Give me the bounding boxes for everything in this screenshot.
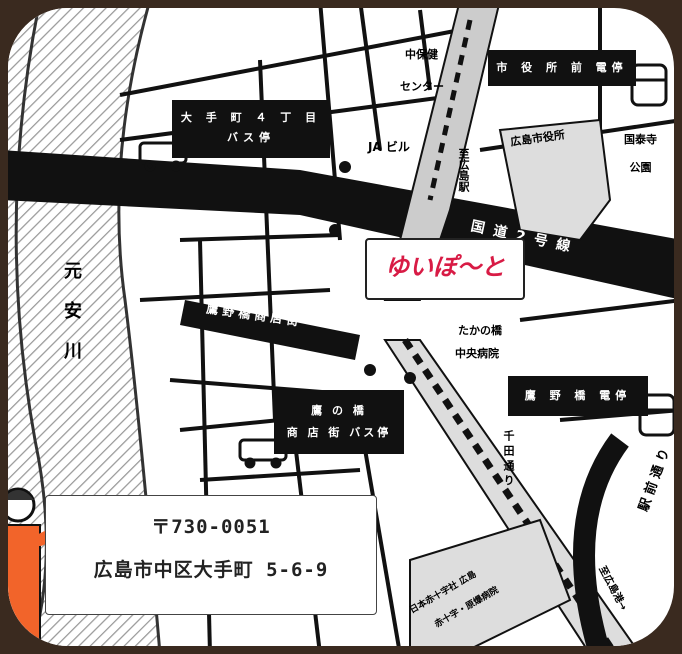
sign-bus-otemachi-line1: 大 手 町 ４ 丁 目: [180, 111, 322, 124]
label-nakahoken: 中保健: [405, 48, 438, 61]
sign-bus-otemachi: 大 手 町 ４ 丁 目 バス停: [172, 100, 330, 158]
label-chuo-hospital: 中央病院: [455, 347, 499, 360]
route-2-road: [8, 150, 674, 300]
sign-city-hall-tram: 市 役 所 前 電停: [488, 50, 636, 86]
sign-bus-otemachi-line2: バス停: [227, 131, 275, 144]
address-card: 〒730-0051 広島市中区大手町 5-6-9: [45, 495, 377, 615]
postal-code: 〒730-0051: [151, 516, 271, 538]
sign-bus-takanobashi-line1: 鷹 の 橋: [311, 404, 367, 417]
label-takanobashi: たかの橋: [458, 324, 502, 337]
sign-bus-takanobashi-line2: 商 店 街 バス停: [286, 426, 392, 439]
label-to-hiroshima-station: 至広島駅: [457, 148, 470, 192]
label-ja-building: JA ビル: [368, 140, 410, 154]
takanobashi-street: [180, 300, 360, 360]
yuiport-logo-text: ゆいぽ～と: [385, 253, 505, 281]
address-text: 広島市中区大手町 5-6-9: [93, 559, 329, 581]
river-label: 元安川: [64, 261, 82, 362]
sign-takanobashi-tram: 鷹 野 橋 電停: [508, 376, 648, 416]
label-senda-dori: 千 田 通 り: [502, 430, 515, 486]
label-kokutaiji: 国泰寺公園: [624, 133, 657, 174]
label-center: センター: [400, 80, 444, 93]
yuiport-destination-marker: ゆいぽ～と: [365, 238, 525, 300]
sign-bus-takanobashi: 鷹 の 橋 商 店 街 バス停: [274, 390, 404, 454]
